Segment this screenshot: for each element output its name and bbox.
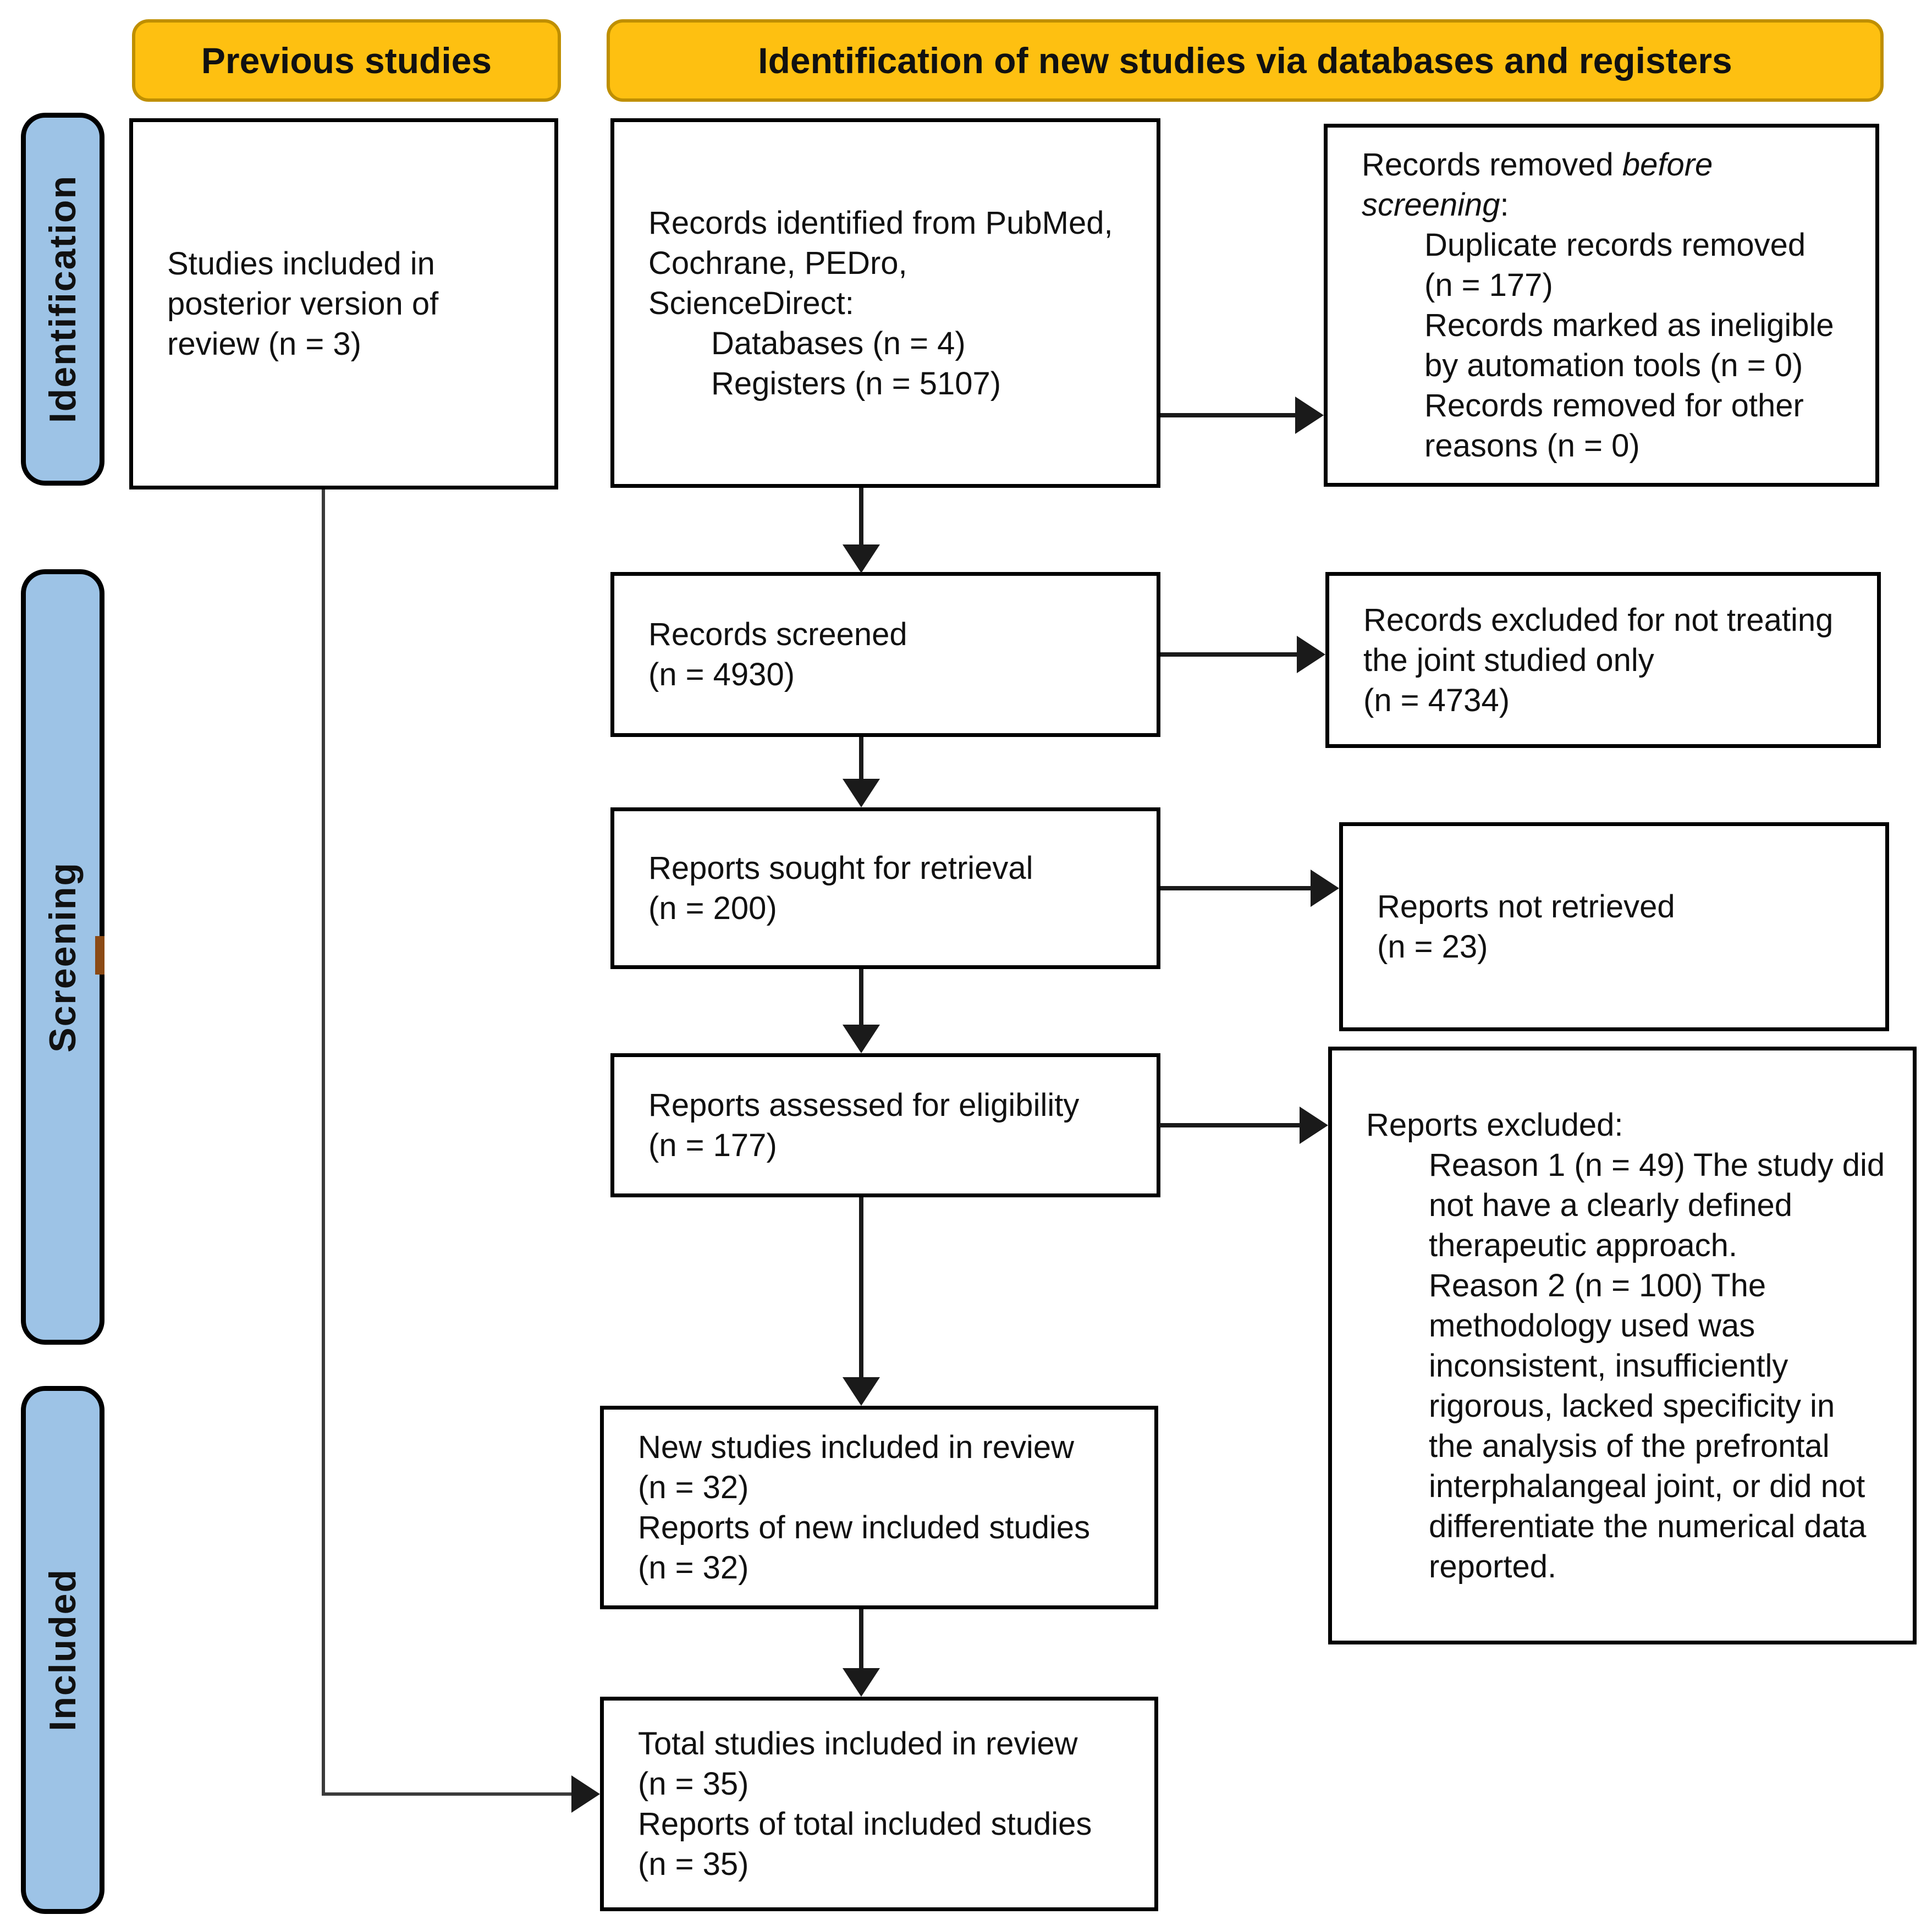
box-line: Reports assessed for eligibility: [648, 1087, 1080, 1123]
arrow-head: [1300, 1107, 1328, 1144]
header-new-studies-label: Identification of new studies via databa…: [758, 40, 1732, 81]
box-line: therapeutic approach.: [1429, 1227, 1738, 1263]
sidebar-stage-identification-label: Identification: [42, 175, 84, 423]
box-line: (n = 23): [1377, 929, 1488, 965]
box-records-identified: Records identified from PubMed, Cochrane…: [610, 118, 1160, 488]
arrow-head: [1297, 636, 1325, 673]
sidebar-stage-screening: Screening: [21, 569, 104, 1345]
box-line: (n = 32): [638, 1550, 749, 1586]
box-line: Records removed before: [1328, 145, 1875, 185]
box-line: Reason 2 (n = 100) The: [1429, 1267, 1766, 1303]
box-text-italic: before: [1622, 147, 1713, 183]
box-line: (n = 32): [638, 1470, 749, 1505]
box-reports-assessed: Reports assessed for eligibility (n = 17…: [610, 1053, 1160, 1197]
sidebar-stage-included: Included: [21, 1386, 104, 1914]
box-line: Total studies included in review: [638, 1726, 1078, 1762]
box-total-studies-included: Total studies included in review (n = 35…: [600, 1697, 1158, 1911]
arrow-shaft: [859, 969, 863, 1026]
box-text: Records removed: [1362, 147, 1622, 183]
box-reports-sought: Reports sought for retrieval (n = 200): [610, 807, 1160, 969]
box-line: reasons (n = 0): [1424, 428, 1640, 464]
box-line: (n = 35): [638, 1766, 749, 1802]
box-line: Cochrane, PEDro,: [648, 245, 907, 281]
connector-horizontal-segment: [322, 1792, 572, 1796]
sidebar-stage-included-label: Included: [42, 1569, 84, 1731]
box-line: screening:: [1328, 185, 1875, 225]
box-line: Reports of total included studies: [638, 1806, 1092, 1842]
box-line: interphalangeal joint, or did not: [1429, 1468, 1865, 1504]
box-line: posterior version of: [167, 286, 439, 322]
arrow-shaft: [1160, 413, 1296, 417]
box-line: Records identified from PubMed,: [648, 205, 1113, 241]
box-line: methodology used was: [1429, 1307, 1755, 1344]
box-line: not have a clearly defined: [1429, 1187, 1792, 1223]
box-line: Reports of new included studies: [638, 1510, 1091, 1545]
box-reports-not-retrieved: Reports not retrieved (n = 23): [1339, 822, 1889, 1031]
box-line: Registers (n = 5107): [711, 365, 1001, 401]
box-line: Records screened: [648, 617, 907, 652]
arrow-shaft: [859, 737, 863, 780]
box-line: reported.: [1429, 1548, 1557, 1585]
box-text: :: [1500, 187, 1509, 223]
arrow-shaft: [859, 488, 863, 546]
arrow-shaft: [1159, 1123, 1301, 1127]
box-line: (n = 200): [648, 890, 777, 926]
box-line: (n = 177): [648, 1127, 777, 1163]
box-records-screened: Records screened (n = 4930): [610, 572, 1160, 737]
box-line: Reports not retrieved: [1377, 889, 1675, 925]
arrow-head: [843, 779, 880, 807]
box-line: Databases (n = 4): [711, 325, 966, 361]
box-line: Reason 1 (n = 49) The study did: [1429, 1147, 1885, 1183]
arrow-shaft: [1160, 652, 1298, 657]
box-line: Reports excluded:: [1366, 1107, 1623, 1143]
box-records-removed-before-screening: Records removed before screening: Duplic…: [1324, 124, 1879, 487]
arrow-head: [843, 1377, 880, 1406]
arrow-head: [843, 1025, 880, 1053]
box-line: Records marked as ineligible: [1424, 307, 1834, 343]
box-text-italic: screening: [1362, 187, 1500, 223]
box-line: the analysis of the prefrontal: [1429, 1428, 1830, 1464]
arrow-head: [1311, 870, 1339, 907]
box-line: ScienceDirect:: [648, 285, 854, 321]
box-new-studies-included: New studies included in review (n = 32) …: [600, 1406, 1158, 1609]
box-line: Duplicate records removed: [1424, 227, 1806, 263]
box-line: Records removed for other: [1424, 388, 1804, 423]
arrow-shaft: [859, 1609, 863, 1669]
box-previous-studies-included: Studies included in posterior version of…: [129, 118, 558, 489]
box-line: (n = 35): [638, 1846, 749, 1882]
arrow-head: [1295, 397, 1324, 434]
sidebar-stage-screening-label: Screening: [42, 861, 84, 1053]
header-previous-studies: Previous studies: [132, 19, 561, 102]
box-line: Reports sought for retrieval: [648, 850, 1033, 886]
box-line: the joint studied only: [1363, 642, 1654, 678]
box-line: (n = 4734): [1363, 682, 1510, 718]
arrow-head: [843, 1668, 880, 1697]
box-line: Studies included in: [167, 246, 435, 282]
header-previous-studies-label: Previous studies: [201, 40, 492, 81]
arrow-shaft: [859, 1197, 863, 1378]
box-records-excluded: Records excluded for not treating the jo…: [1325, 572, 1881, 748]
box-line: Records excluded for not treating: [1363, 602, 1834, 638]
box-line: (n = 4930): [648, 657, 795, 692]
connector-vertical-segment: [322, 489, 325, 1796]
arrow-head: [843, 544, 880, 573]
box-reports-excluded-reasons: Reports excluded: Reason 1 (n = 49) The …: [1328, 1047, 1917, 1644]
box-line: review (n = 3): [167, 326, 361, 362]
screening-edge-mark: [95, 936, 104, 975]
box-line: differentiate the numerical data: [1429, 1508, 1867, 1544]
arrow-head: [571, 1775, 600, 1813]
sidebar-stage-identification: Identification: [21, 113, 104, 486]
box-line: New studies included in review: [638, 1429, 1075, 1465]
box-line: inconsistent, insufficiently: [1429, 1347, 1788, 1384]
box-line: (n = 177): [1424, 267, 1553, 303]
header-new-studies: Identification of new studies via databa…: [607, 19, 1884, 102]
box-line: rigorous, lacked specificity in: [1429, 1388, 1835, 1424]
box-line: by automation tools (n = 0): [1424, 348, 1803, 383]
arrow-shaft: [1160, 886, 1312, 890]
